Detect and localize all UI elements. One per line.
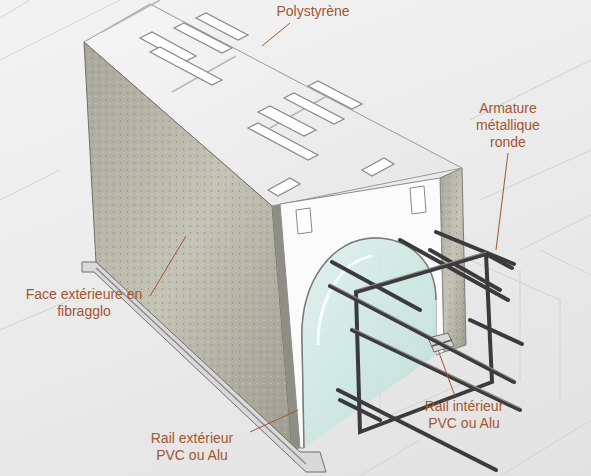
part-label: Face extérieure en fibragglo <box>25 286 143 320</box>
part-label: Polystyrène <box>253 3 373 20</box>
fibragglo-texture <box>84 42 292 452</box>
part-label: Rail extérieur PVC ou Alu <box>137 430 247 464</box>
part-label: Armature métallique ronde <box>458 100 558 151</box>
section-notches <box>296 186 426 234</box>
leader-lines <box>150 23 508 432</box>
part-label: Rail intérieur PVC ou Alu <box>409 398 519 432</box>
rebar-highlight <box>330 252 520 408</box>
fibragglo-face <box>84 42 292 452</box>
rebar-cage <box>330 232 522 470</box>
